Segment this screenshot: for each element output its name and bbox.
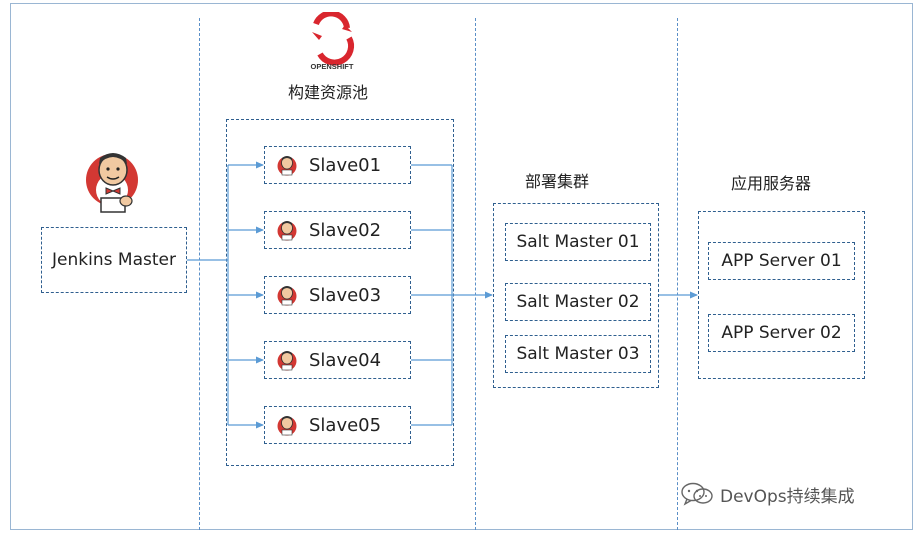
salt-master-node: Salt Master 01 (505, 223, 651, 261)
watermark-text: DevOps持续集成 (720, 486, 855, 507)
jenkins-mini-icon (277, 351, 297, 371)
jenkins-mini-icon (277, 221, 297, 241)
jenkins-mini-icon (277, 286, 297, 306)
app-server-label: APP Server 02 (721, 323, 842, 343)
app-server-node: APP Server 01 (708, 242, 855, 280)
slave-label: Slave05 (309, 414, 382, 436)
wechat-icon (681, 482, 713, 506)
salt-master-label: Salt Master 02 (516, 292, 640, 312)
jenkins-mascot-icon (86, 146, 142, 214)
slave-label: Slave03 (309, 284, 382, 306)
openshift-wordmark: OPENSHIFT (311, 62, 354, 71)
jenkins-master-label: Jenkins Master (52, 250, 176, 270)
slave-node: Slave01 (264, 146, 411, 184)
app-server-node: APP Server 02 (708, 314, 855, 352)
openshift-logo-icon: OPENSHIFT (306, 10, 358, 72)
slave-label: Slave02 (309, 219, 382, 241)
salt-master-node: Salt Master 03 (505, 335, 651, 373)
column-separator-1 (199, 18, 200, 530)
column-separator-2 (475, 18, 476, 530)
slave-label: Slave04 (309, 349, 382, 371)
deploy-cluster-title: 部署集群 (525, 172, 590, 191)
salt-master-label: Salt Master 01 (516, 232, 640, 252)
app-server-label: APP Server 01 (721, 251, 842, 271)
watermark: DevOps持续集成 (680, 481, 855, 507)
jenkins-master-node: Jenkins Master (41, 227, 187, 293)
column-separator-3 (677, 18, 678, 530)
slave-node: Slave05 (264, 406, 411, 444)
jenkins-mini-icon (277, 416, 297, 436)
salt-master-node: Salt Master 02 (505, 283, 651, 321)
pool-title: 构建资源池 (288, 83, 369, 102)
app-servers-title: 应用服务器 (731, 174, 812, 193)
salt-master-label: Salt Master 03 (516, 344, 640, 364)
outer-frame (10, 3, 913, 530)
slave-node: Slave04 (264, 341, 411, 379)
slave-label: Slave01 (309, 154, 382, 176)
jenkins-mini-icon (277, 156, 297, 176)
slave-node: Slave02 (264, 211, 411, 249)
slave-node: Slave03 (264, 276, 411, 314)
